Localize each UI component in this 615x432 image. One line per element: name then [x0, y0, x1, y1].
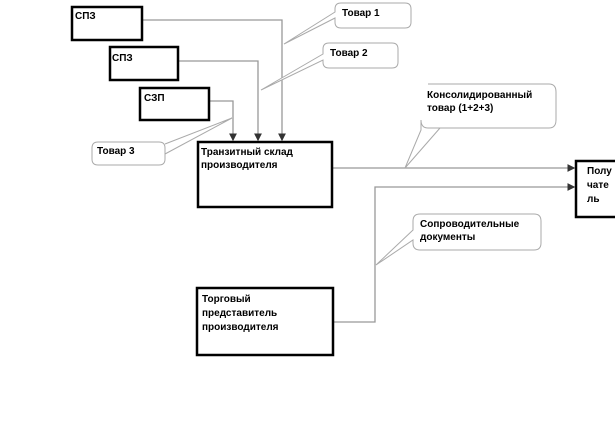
node-transit — [196, 140, 334, 209]
flow-goods2 — [178, 60, 262, 142]
callout-goods3-label: Товар 3 — [97, 146, 135, 157]
callout-goods1 — [283, 2, 412, 45]
flow-goods3 — [209, 100, 237, 142]
node-recipient-line3: ль — [587, 194, 600, 205]
node-sales-rep-label: Торговый представитель производителя — [202, 293, 279, 335]
callout-documents-label: Сопроводительные документы — [420, 218, 519, 244]
callout-consolidated — [404, 83, 557, 169]
callout-goods2-label: Товар 2 — [330, 48, 368, 59]
node-sales-rep-line3: производителя — [202, 322, 279, 333]
node-recipient — [574, 159, 615, 219]
callout-documents-line1: Сопроводительные — [420, 219, 520, 230]
node-spz1 — [70, 5, 144, 42]
node-recipient-line2: чате — [587, 180, 609, 191]
node-sales-rep-line1: Торговый — [202, 294, 251, 305]
node-sales-rep — [195, 286, 335, 357]
node-szp-label: СЗП — [144, 93, 165, 104]
callout-consolidated-label: Консолидированный товар (1+2+3) — [427, 89, 532, 115]
node-transit-line2: производителя — [201, 160, 278, 171]
callout-goods2 — [260, 42, 399, 91]
callout-consolidated-line2: товар (1+2+3) — [427, 103, 494, 114]
node-recipient-label: Полу чате ль — [587, 165, 612, 207]
callout-goods1-label: Товар 1 — [342, 8, 380, 19]
node-spz1-label: СПЗ — [75, 11, 96, 22]
node-sales-rep-line2: представитель — [202, 308, 278, 319]
node-transit-line1: Транзитный склад — [201, 147, 293, 158]
node-spz2-label: СПЗ — [112, 53, 133, 64]
callout-documents-line2: документы — [420, 232, 476, 243]
node-spz2 — [108, 45, 180, 82]
flow-goods1 — [142, 19, 286, 142]
callout-goods3 — [91, 117, 233, 166]
node-recipient-line1: Полу — [587, 166, 612, 177]
flow-documents — [333, 183, 576, 323]
callout-consolidated-line1: Консолидированный — [427, 90, 533, 101]
node-transit-label: Транзитный склад производителя — [201, 146, 293, 172]
callout-documents — [375, 213, 542, 266]
node-szp — [138, 86, 211, 122]
